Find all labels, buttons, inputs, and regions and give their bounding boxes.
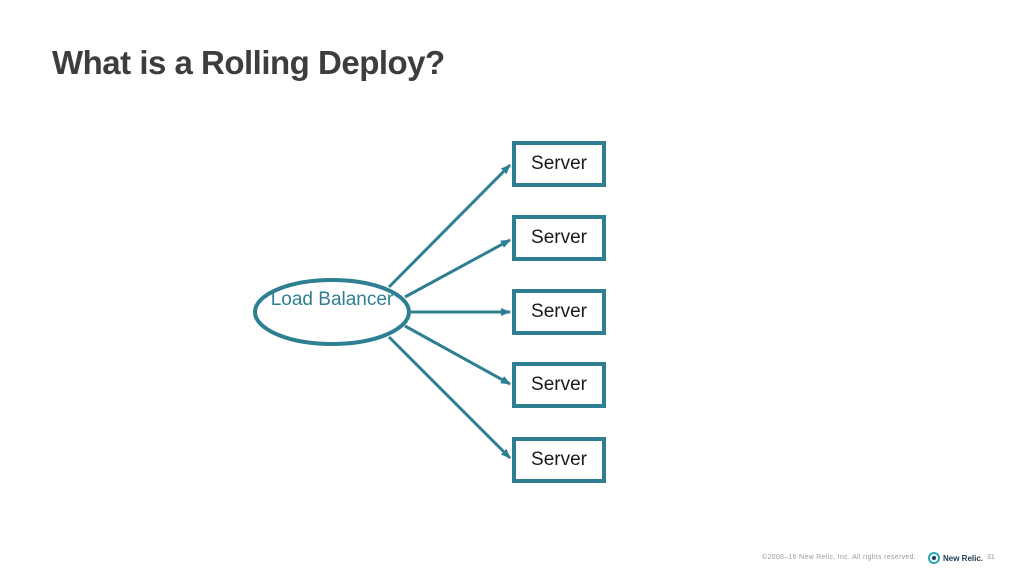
server-box-2: Server	[512, 215, 606, 261]
arrow-to-server-5	[387, 335, 512, 460]
arrow-to-server-4	[404, 324, 511, 386]
server-box-5: Server	[512, 437, 606, 483]
server-box-3: Server	[512, 289, 606, 335]
arrow-to-server-1	[387, 163, 512, 289]
brand-name: New Relic.	[943, 553, 984, 563]
server-box-1: Server	[512, 141, 606, 187]
load-balancer-label: Load Balancer	[270, 289, 394, 310]
page-number: 31	[987, 554, 995, 561]
new-relic-logo-icon	[928, 552, 940, 564]
arrow-to-server-2	[404, 238, 511, 299]
server-box-4: Server	[512, 362, 606, 408]
brand-logo: New Relic.	[928, 552, 983, 564]
copyright-notice: ©2008–16 New Relic, Inc. All rights rese…	[762, 554, 917, 561]
slide-title: What is a Rolling Deploy?	[52, 44, 445, 81]
